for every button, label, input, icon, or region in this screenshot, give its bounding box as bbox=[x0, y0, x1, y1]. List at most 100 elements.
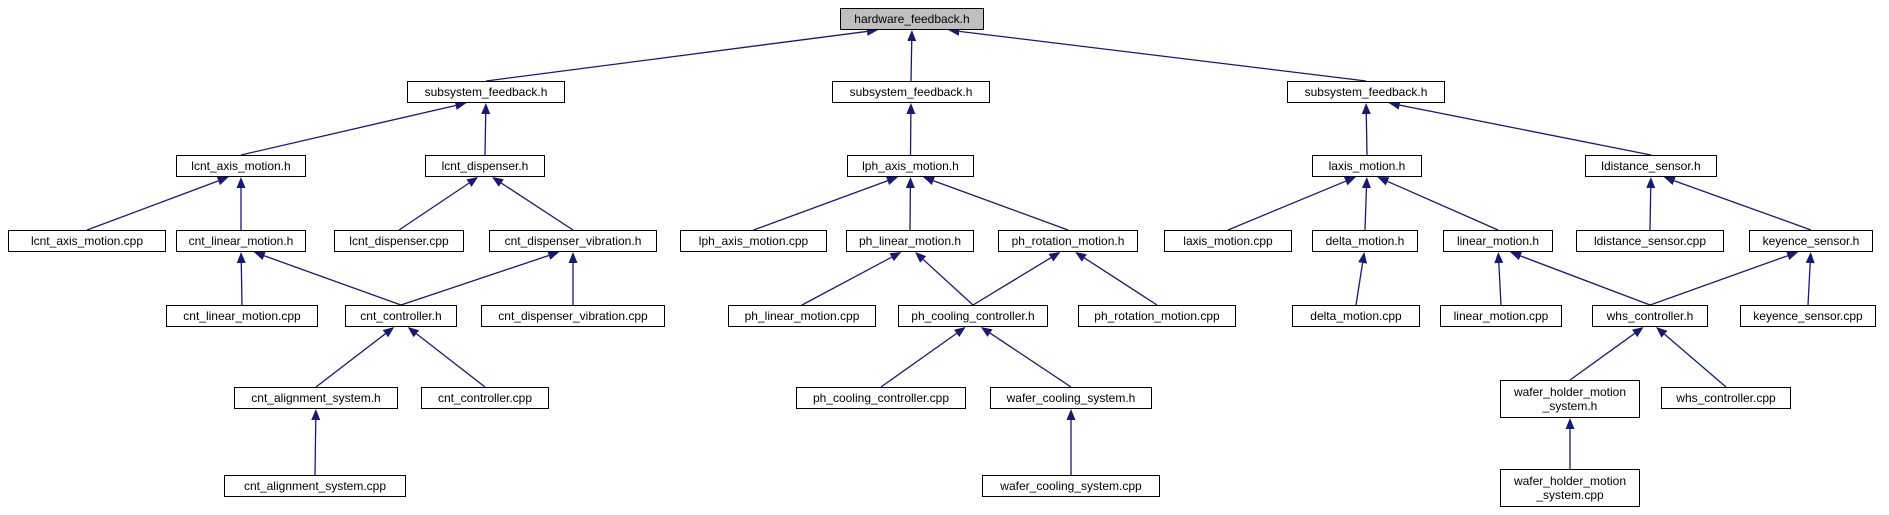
edge-linear_motion_cpp-to-linear_motion_h bbox=[1498, 262, 1502, 306]
node-lcnt-axis-motion-h[interactable]: lcnt_axis_motion.h bbox=[176, 155, 306, 177]
node-linear-motion-cpp[interactable]: linear_motion.cpp bbox=[1440, 305, 1562, 327]
edge-ph_cooling_controller_h-to-ph_rotation_motion_h bbox=[972, 257, 1052, 306]
node-lph-axis-motion-cpp[interactable]: lph_axis_motion.cpp bbox=[680, 230, 827, 252]
arrowhead-delta_motion_h-to-laxis_motion_h bbox=[1361, 177, 1371, 189]
arrowhead-ph_rotation_motion_h-to-lph_axis_motion_h bbox=[923, 176, 935, 186]
edge-cnt_alignment_system_cpp-to-cnt_alignment_system_h bbox=[314, 419, 317, 476]
arrowhead-ph_cooling_controller_h-to-ph_rotation_motion_h bbox=[1048, 252, 1061, 262]
edge-delta_motion_cpp-to-delta_motion_h bbox=[1355, 262, 1364, 306]
edge-cnt_dispenser_vibration_h-to-lcnt_dispenser_h bbox=[500, 182, 574, 231]
node-subsystem-feedback-h-middle[interactable]: subsystem_feedback.h bbox=[832, 81, 990, 103]
node-hardware-feedback-h: hardware_feedback.h bbox=[840, 8, 984, 30]
edge-cnt_controller_h-to-cnt_dispenser_vibration_h bbox=[400, 254, 550, 306]
node-wafer-holder-motion-system-h[interactable]: wafer_holder_motion _system.h bbox=[1500, 380, 1640, 418]
arrowhead-ph_rotation_motion_cpp-to-ph_rotation_motion_h bbox=[1075, 252, 1087, 262]
edge-keyence_sensor_cpp-to-keyence_sensor_h bbox=[1807, 262, 1811, 306]
node-delta-motion-h[interactable]: delta_motion.h bbox=[1312, 230, 1418, 252]
edge-lcnt_dispenser_h-to-sf_left bbox=[484, 113, 487, 156]
edge-cnt_controller_cpp-to-cnt_controller_h bbox=[416, 333, 486, 388]
arrowhead-whs_controller_h-to-keyence_sensor_h bbox=[1786, 251, 1799, 260]
node-laxis-motion-cpp[interactable]: laxis_motion.cpp bbox=[1164, 230, 1292, 252]
node-cnt-controller-cpp[interactable]: cnt_controller.cpp bbox=[421, 387, 549, 409]
edge-laxis_motion_cpp-to-laxis_motion_h bbox=[1227, 180, 1346, 231]
arrowhead-lcnt_axis_motion_h-to-sf_left bbox=[454, 101, 467, 110]
node-ph-linear-motion-h[interactable]: ph_linear_motion.h bbox=[846, 230, 974, 252]
arrowhead-lcnt_axis_motion_cpp-to-lcnt_axis_motion_h bbox=[216, 176, 229, 186]
node-lcnt-dispenser-cpp[interactable]: lcnt_dispenser.cpp bbox=[334, 230, 464, 252]
node-cnt-alignment-system-h[interactable]: cnt_alignment_system.h bbox=[234, 387, 398, 409]
edge-whs_controller_cpp-to-whs_controller_h bbox=[1664, 333, 1727, 388]
arrowhead-cnt_controller_h-to-cnt_dispenser_vibration_h bbox=[547, 251, 560, 260]
arrowhead-linear_motion_cpp-to-linear_motion_h bbox=[1494, 252, 1504, 264]
node-wafer-cooling-system-cpp[interactable]: wafer_cooling_system.cpp bbox=[982, 475, 1160, 497]
node-subsystem-feedback-h-left[interactable]: subsystem_feedback.h bbox=[407, 81, 565, 103]
edge-lph_axis_motion_cpp-to-lph_axis_motion_h bbox=[753, 180, 888, 231]
node-cnt-dispenser-vibration-h[interactable]: cnt_dispenser_vibration.h bbox=[489, 230, 657, 252]
edge-ldistance_sensor_h-to-sf_right bbox=[1399, 104, 1652, 156]
edge-cnt_alignment_system_h-to-cnt_controller_h bbox=[315, 333, 386, 388]
node-lph-axis-motion-h[interactable]: lph_axis_motion.h bbox=[847, 155, 974, 177]
node-linear-motion-h[interactable]: linear_motion.h bbox=[1443, 230, 1553, 252]
node-whs-controller-cpp[interactable]: whs_controller.cpp bbox=[1661, 387, 1791, 409]
edge-ldistance_sensor_cpp-to-ldistance_sensor_h bbox=[1649, 187, 1652, 231]
arrowhead-keyence_sensor_cpp-to-keyence_sensor_h bbox=[1805, 252, 1815, 264]
node-ldistance-sensor-h[interactable]: ldistance_sensor.h bbox=[1585, 155, 1717, 177]
edge-ph_cooling_controller_cpp-to-ph_cooling_controller_h bbox=[880, 332, 958, 388]
edge-lcnt_axis_motion_cpp-to-lcnt_axis_motion_h bbox=[86, 180, 219, 231]
node-cnt-linear-motion-h[interactable]: cnt_linear_motion.h bbox=[176, 230, 306, 252]
arrowhead-cnt_controller_h-to-cnt_linear_motion_h bbox=[253, 251, 266, 260]
node-lcnt-axis-motion-cpp[interactable]: lcnt_axis_motion.cpp bbox=[8, 230, 166, 252]
arrowhead-wafer_holder_motion_system_h-to-whs_controller_h bbox=[1632, 327, 1644, 338]
edge-sf_mid-to-hardware_feedback_h bbox=[910, 40, 913, 82]
edge-ph_rotation_motion_cpp-to-ph_rotation_motion_h bbox=[1084, 257, 1158, 306]
arrowhead-ph_linear_motion_h-to-lph_axis_motion_h bbox=[905, 177, 915, 189]
edge-sf_right-to-hardware_feedback_h bbox=[959, 30, 1367, 82]
node-keyence-sensor-h[interactable]: keyence_sensor.h bbox=[1749, 230, 1873, 252]
node-ph-rotation-motion-h[interactable]: ph_rotation_motion.h bbox=[998, 230, 1138, 252]
node-cnt-linear-motion-cpp[interactable]: cnt_linear_motion.cpp bbox=[166, 305, 318, 327]
edge-ph_linear_motion_cpp-to-ph_linear_motion_h bbox=[801, 256, 892, 306]
node-lcnt-dispenser-h[interactable]: lcnt_dispenser.h bbox=[425, 155, 545, 177]
arrowhead-wafer_holder_motion_system_cpp-to-wafer_holder_motion_system_h bbox=[1565, 418, 1575, 429]
node-laxis-motion-h[interactable]: laxis_motion.h bbox=[1312, 155, 1422, 177]
arrowhead-laxis_motion_cpp-to-laxis_motion_h bbox=[1343, 177, 1356, 186]
arrowhead-lph_axis_motion_cpp-to-lph_axis_motion_h bbox=[886, 176, 898, 186]
node-ph-cooling-controller-cpp[interactable]: ph_cooling_controller.cpp bbox=[796, 387, 966, 409]
arrowhead-cnt_linear_motion_h-to-lcnt_axis_motion_h bbox=[236, 177, 246, 188]
node-ph-linear-motion-cpp[interactable]: ph_linear_motion.cpp bbox=[728, 305, 876, 327]
arrowhead-cnt_controller_cpp-to-cnt_controller_h bbox=[407, 327, 420, 338]
arrowhead-whs_controller_cpp-to-whs_controller_h bbox=[1656, 327, 1668, 338]
arrowhead-delta_motion_cpp-to-delta_motion_h bbox=[1358, 252, 1368, 264]
edge-wafer_cooling_system_h-to-ph_cooling_controller_h bbox=[989, 332, 1072, 388]
arrowhead-ph_linear_motion_cpp-to-ph_linear_motion_h bbox=[889, 252, 902, 262]
arrowhead-cnt_alignment_system_cpp-to-cnt_alignment_system_h bbox=[311, 409, 321, 421]
node-wafer-cooling-system-h[interactable]: wafer_cooling_system.h bbox=[990, 387, 1152, 409]
arrowhead-whs_controller_h-to-linear_motion_h bbox=[1510, 251, 1523, 261]
arrowhead-linear_motion_h-to-laxis_motion_h bbox=[1377, 177, 1390, 186]
node-cnt-alignment-system-cpp[interactable]: cnt_alignment_system.cpp bbox=[224, 475, 406, 497]
edge-delta_motion_h-to-laxis_motion_h bbox=[1364, 187, 1368, 231]
node-ph-rotation-motion-cpp[interactable]: ph_rotation_motion.cpp bbox=[1078, 305, 1236, 327]
edge-whs_controller_h-to-linear_motion_h bbox=[1520, 255, 1651, 306]
arrowhead-lcnt_dispenser_cpp-to-lcnt_dispenser_h bbox=[466, 177, 479, 187]
node-delta-motion-cpp[interactable]: delta_motion.cpp bbox=[1292, 305, 1420, 327]
edge-linear_motion_h-to-laxis_motion_h bbox=[1387, 180, 1499, 231]
edge-keyence_sensor_h-to-ldistance_sensor_h bbox=[1673, 180, 1812, 231]
node-subsystem-feedback-h-right[interactable]: subsystem_feedback.h bbox=[1287, 81, 1445, 103]
arrowhead-wafer_cooling_system_cpp-to-wafer_cooling_system_h bbox=[1066, 409, 1076, 420]
node-ldistance-sensor-cpp[interactable]: ldistance_sensor.cpp bbox=[1576, 230, 1724, 252]
arrowhead-cnt_dispenser_vibration_cpp-to-cnt_dispenser_vibration_h bbox=[568, 252, 578, 263]
node-wafer-holder-motion-system-cpp[interactable]: wafer_holder_motion _system.cpp bbox=[1500, 469, 1640, 507]
edge-lcnt_dispenser_cpp-to-lcnt_dispenser_h bbox=[398, 182, 470, 231]
arrowhead-wafer_cooling_system_h-to-ph_cooling_controller_h bbox=[980, 327, 993, 337]
node-cnt-dispenser-vibration-cpp[interactable]: cnt_dispenser_vibration.cpp bbox=[481, 305, 665, 327]
edge-whs_controller_h-to-keyence_sensor_h bbox=[1649, 255, 1788, 306]
node-whs-controller-h[interactable]: whs_controller.h bbox=[1592, 305, 1708, 327]
arrowhead-laxis_motion_h-to-sf_right bbox=[1361, 103, 1371, 115]
node-ph-cooling-controller-h[interactable]: ph_cooling_controller.h bbox=[898, 305, 1048, 327]
arrowhead-lph_axis_motion_h-to-sf_mid bbox=[906, 103, 916, 115]
node-cnt-controller-h[interactable]: cnt_controller.h bbox=[345, 305, 457, 327]
node-keyence-sensor-cpp[interactable]: keyence_sensor.cpp bbox=[1740, 305, 1876, 327]
